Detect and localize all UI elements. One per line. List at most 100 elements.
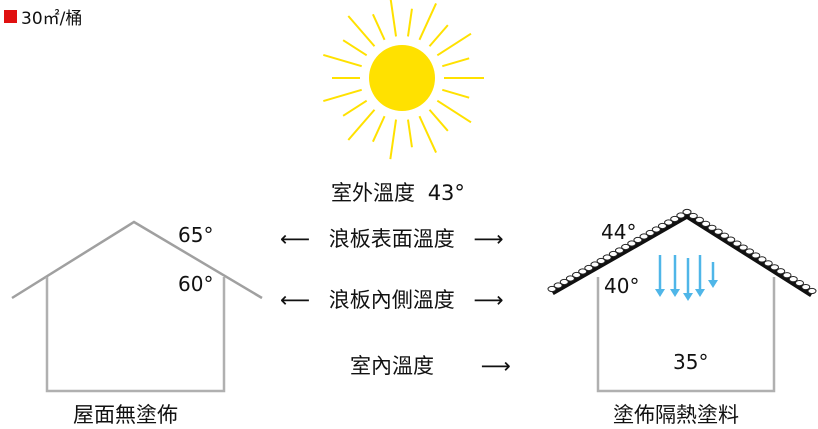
- sun-ray: [418, 2, 437, 41]
- cooling-arrow: [708, 262, 718, 288]
- legend-marker: [4, 10, 17, 23]
- indoor-temp-row: 室內溫度 ⟶: [350, 350, 511, 380]
- roof-coating-bead: [732, 240, 742, 247]
- arrow-right: ⟶: [473, 288, 504, 312]
- roof-coating-bead: [596, 257, 606, 265]
- roof-coating-bead: [763, 260, 773, 267]
- roof-coating-bead: [688, 212, 698, 220]
- sun-ray: [418, 115, 437, 154]
- cooling-arrow: [670, 255, 680, 297]
- roof-coating-bead: [639, 233, 649, 240]
- legend: 30㎡/桶: [4, 4, 82, 29]
- roof-coating-bead: [590, 261, 600, 268]
- cooling-arrow: [695, 255, 705, 297]
- sun-ray: [372, 13, 386, 41]
- roof-coating-bead: [720, 232, 729, 239]
- sun-ray: [428, 109, 449, 132]
- roof-coating-bead: [713, 228, 723, 235]
- sun-ray: [442, 57, 470, 68]
- house-left-walls: [45, 277, 226, 393]
- legend-text: 30㎡/桶: [21, 9, 83, 29]
- sun-ray: [406, 8, 413, 37]
- sun-ray: [372, 115, 386, 143]
- roof-coating-bead: [657, 222, 667, 230]
- roof-coating-bead: [621, 243, 631, 251]
- roof-coating-bead: [707, 224, 717, 231]
- roof-coating-bead: [807, 287, 817, 295]
- cooling-arrow: [655, 255, 665, 297]
- house-left-uncoated: [11, 220, 263, 393]
- roof-coating-bead: [795, 280, 804, 287]
- sun-icon: [323, 0, 484, 160]
- roof-coating-bead: [770, 264, 779, 271]
- left-surface-temp: 65°: [178, 223, 214, 247]
- cooling-arrow: [683, 258, 693, 301]
- roof-coating-bead: [553, 282, 563, 289]
- roof-coating-bead: [578, 268, 588, 275]
- sun-ray: [428, 24, 449, 47]
- sun-ray: [406, 119, 413, 148]
- sun-ray: [342, 99, 368, 117]
- surface-temp-row: ⟵ 浪板表面溫度 ⟶: [280, 223, 504, 253]
- roof-coating-bead: [682, 208, 692, 216]
- arrow-left: ⟵: [280, 288, 311, 312]
- roof-coating-bead: [757, 256, 767, 263]
- right-indoor-temp: 35°: [673, 350, 709, 374]
- inner-label: 浪板內側溫度: [328, 288, 455, 312]
- roof-coating-bead: [572, 271, 582, 279]
- roof-coating-bead: [776, 268, 786, 275]
- roof-coating-bead: [608, 250, 618, 258]
- roof-coating-bead: [602, 254, 612, 261]
- roof-coating-bead: [788, 276, 798, 283]
- roof-coating-bead: [627, 240, 637, 247]
- sun-ray: [342, 39, 368, 57]
- left-inner-temp: 60°: [178, 272, 214, 296]
- roof-coating-bead: [782, 272, 792, 279]
- sun-ray: [436, 32, 472, 57]
- caption-coated: 塗佈隔熱塗料: [613, 403, 739, 427]
- arrow-right: ⟶: [473, 227, 504, 251]
- right-inner-temp: 40°: [604, 274, 640, 298]
- sun-ray: [389, 119, 398, 160]
- cooling-arrows-icon: [655, 255, 718, 301]
- sun-ray: [347, 15, 376, 47]
- roof-coating-bead: [751, 252, 761, 259]
- sun-ray: [442, 88, 470, 99]
- roof-coating-bead: [633, 236, 643, 244]
- roof-coating-bead: [559, 278, 569, 286]
- caption-uncoated: 屋面無塗佈: [73, 403, 178, 427]
- roof-coating-bead: [701, 220, 711, 227]
- sun-ray: [347, 109, 376, 141]
- roof-coating-bead: [726, 236, 736, 243]
- sun-rays: [323, 0, 484, 160]
- roof-coating-bead: [664, 219, 674, 226]
- roof-coating-bead: [676, 212, 686, 219]
- roof-coating-bead: [584, 264, 594, 272]
- roof-coating-bead: [738, 244, 748, 251]
- outdoor-label: 室外溫度: [331, 181, 415, 205]
- right-surface-temp: 44°: [601, 220, 637, 244]
- roof-coating-bead: [801, 283, 811, 291]
- house-right-coated: [547, 208, 817, 393]
- outdoor-value: 43°: [427, 181, 465, 205]
- sun-ray: [436, 99, 472, 124]
- house-left-roof: [11, 220, 263, 300]
- arrow-right: ⟶: [480, 354, 511, 378]
- sun-ray: [323, 88, 362, 103]
- sun-ray: [323, 53, 362, 68]
- roof-coating-bead: [547, 285, 557, 293]
- roof-coating-bead: [745, 248, 754, 255]
- surface-label: 浪板表面溫度: [328, 227, 455, 251]
- roof-coating-bead: [651, 226, 661, 233]
- roof-coating-bead: [670, 215, 680, 223]
- sun-ray: [389, 0, 398, 37]
- sun-disc: [369, 45, 435, 111]
- arrow-left: ⟵: [280, 227, 311, 251]
- house-right-coated-roof: [547, 208, 817, 297]
- roof-coating-bead: [695, 216, 704, 223]
- roof-coating-bead: [615, 247, 624, 254]
- indoor-label: 室內溫度: [350, 354, 434, 378]
- house-right-walls: [596, 277, 776, 393]
- inner-temp-row: ⟵ 浪板內側溫度 ⟶: [280, 284, 504, 314]
